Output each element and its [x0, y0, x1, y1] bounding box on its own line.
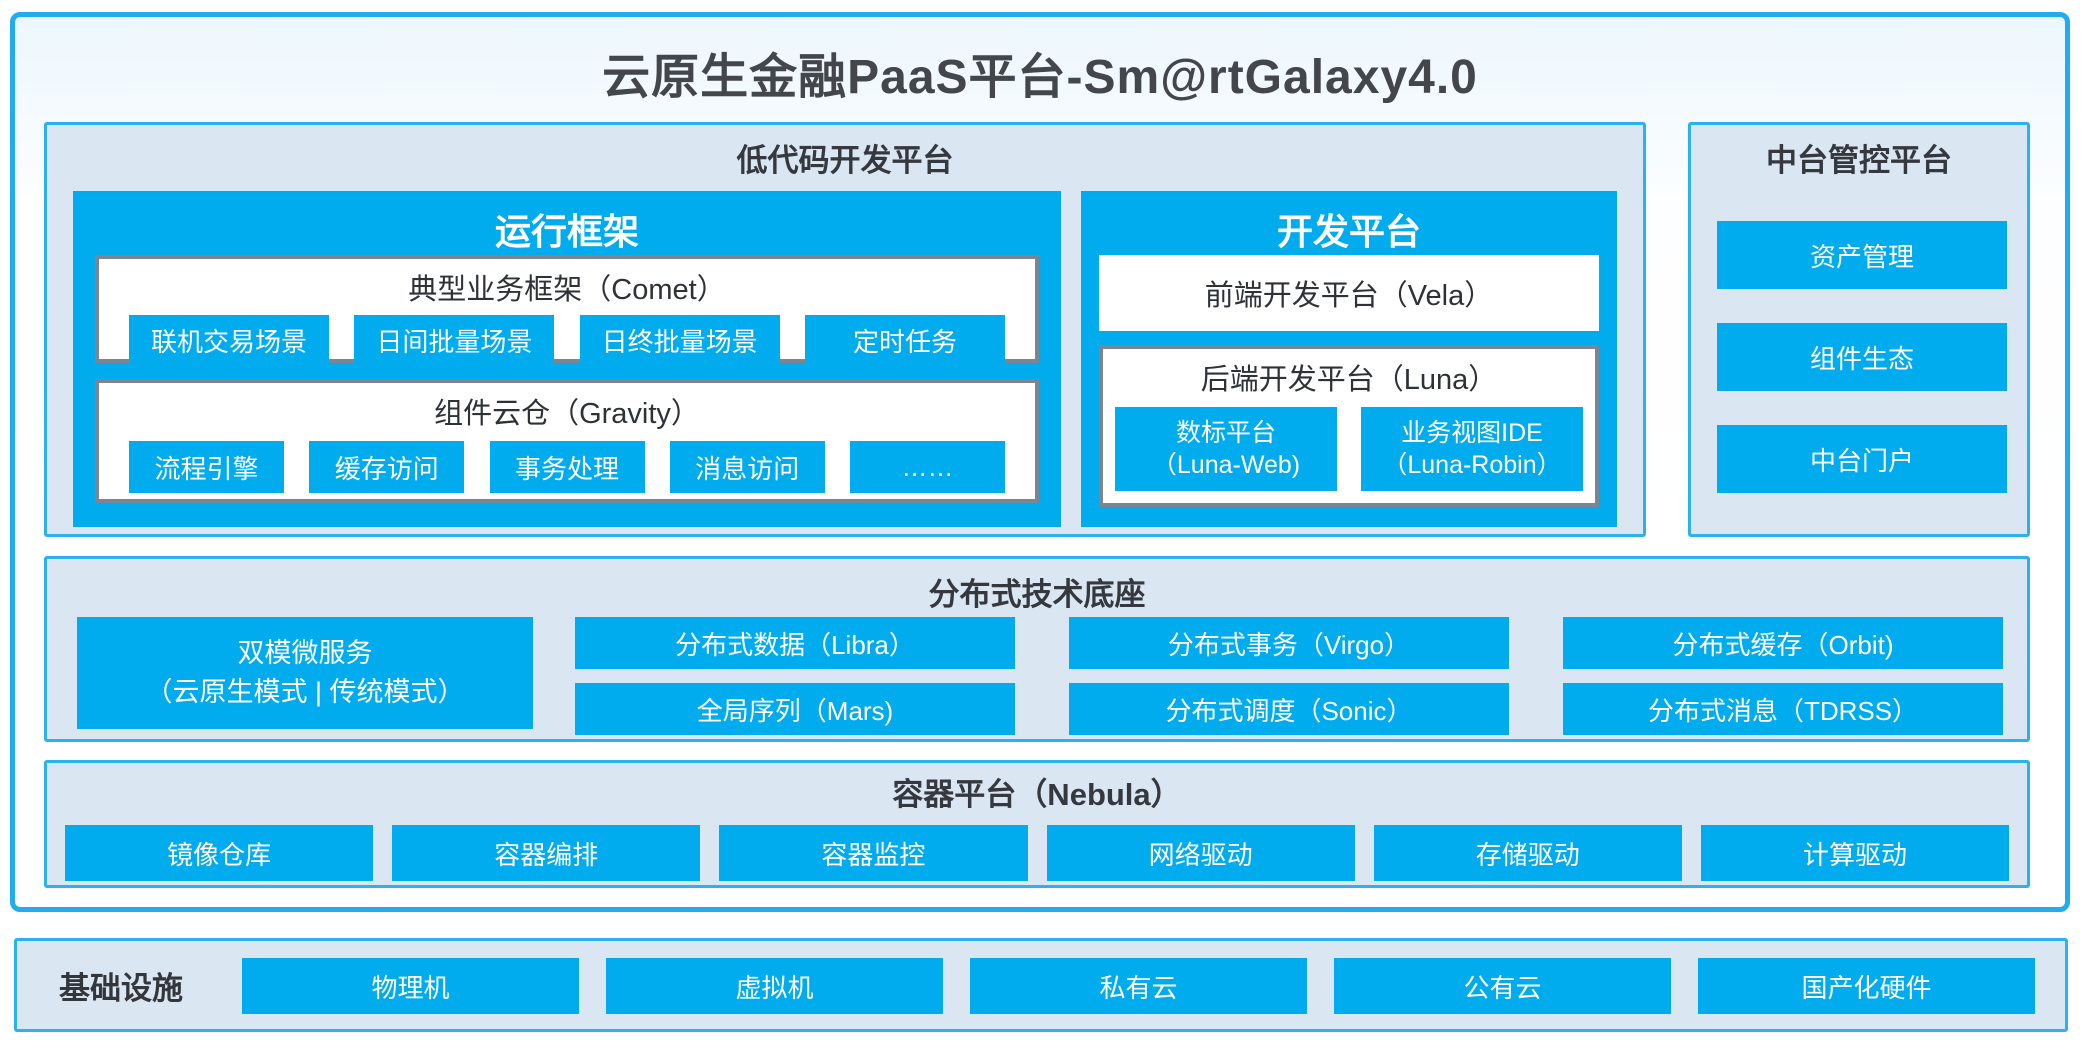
mid-item-asset-management: 资产管理 — [1717, 221, 2007, 289]
runtime-framework-title: 运行框架 — [494, 211, 639, 252]
lowcode-platform-title: 低代码开发平台 — [736, 143, 954, 178]
infrastructure-panel: 基础设施 物理机 虚拟机 私有云 公有云 国产化硬件 — [14, 938, 2068, 1032]
infrastructure-title: 基础设施 — [59, 970, 183, 1006]
luna-robin-chip: 业务视图IDE （Luna-Robin） — [1361, 407, 1583, 491]
comet-framework-title: 典型业务框架（Comet） — [408, 274, 726, 306]
luna-robin-label: 业务视图IDE — [1401, 418, 1543, 447]
container-item-compute-driver: 计算驱动 — [1700, 825, 2010, 881]
container-item-storage-driver: 存储驱动 — [1373, 825, 1682, 881]
gravity-item-message-access: 消息访问 — [669, 441, 825, 493]
comet-framework-box: 典型业务框架（Comet） 联机交易场景 日间批量场景 日终批量场景 定时任务 — [95, 255, 1039, 365]
gravity-warehouse-box: 组件云仓（Gravity） 流程引擎 缓存访问 事务处理 消息访问 …… — [95, 379, 1039, 503]
dist-item-mars: 全局序列（Mars) — [575, 683, 1015, 735]
gravity-items-row: 流程引擎 缓存访问 事务处理 消息访问 …… — [99, 441, 1035, 493]
mid-item-portal: 中台门户 — [1717, 425, 2007, 493]
container-platform-panel: 容器平台（Nebula） 镜像仓库 容器编排 容器监控 网络驱动 存储驱动 计算… — [44, 760, 2030, 888]
dist-item-tdrss: 分布式消息（TDRSS） — [1563, 683, 2003, 735]
page-title: 云原生金融PaaS平台-Sm@rtGalaxy4.0 — [602, 51, 1478, 104]
dual-mode-line2: （云原生模式 | 传统模式） — [145, 677, 465, 707]
gravity-warehouse-title: 组件云仓（Gravity） — [434, 398, 700, 430]
comet-item-scheduled-task: 定时任务 — [804, 315, 1005, 365]
luna-web-chip: 数标平台 （Luna-Web) — [1115, 407, 1337, 491]
gravity-item-process-engine: 流程引擎 — [129, 441, 284, 493]
dual-mode-line1: 双模微服务 — [237, 637, 373, 668]
luna-robin-sub: （Luna-Robin） — [1382, 451, 1562, 479]
comet-item-daytime-batch: 日间批量场景 — [354, 315, 555, 365]
vela-frontend-label: 前端开发平台（Vela） — [1204, 280, 1494, 312]
vela-frontend-box: 前端开发平台（Vela） — [1099, 255, 1599, 331]
distributed-base-panel: 分布式技术底座 双模微服务 （云原生模式 | 传统模式） 分布式数据（Libra… — [44, 556, 2030, 742]
dist-item-virgo: 分布式事务（Virgo） — [1069, 617, 1509, 669]
comet-items-row: 联机交易场景 日间批量场景 日终批量场景 定时任务 — [99, 315, 1035, 365]
dual-mode-microservice-box: 双模微服务 （云原生模式 | 传统模式） — [77, 617, 533, 729]
distributed-base-title: 分布式技术底座 — [928, 577, 1146, 612]
dist-item-libra: 分布式数据（Libra） — [575, 617, 1015, 669]
infrastructure-items-row: 物理机 虚拟机 私有云 公有云 国产化硬件 — [242, 958, 2035, 1014]
luna-backend-title: 后端开发平台（Luna） — [1200, 364, 1498, 396]
infra-item-domestic-hardware: 国产化硬件 — [1698, 958, 2035, 1014]
gravity-item-cache-access: 缓存访问 — [309, 441, 465, 493]
container-item-network-driver: 网络驱动 — [1046, 825, 1355, 881]
luna-backend-box: 后端开发平台（Luna） 数标平台 （Luna-Web) 业务视图IDE （Lu… — [1099, 345, 1599, 507]
luna-web-sub: （Luna-Web) — [1151, 451, 1301, 479]
infra-item-public-cloud: 公有云 — [1334, 958, 1671, 1014]
dist-item-orbit: 分布式缓存（Orbit) — [1563, 617, 2003, 669]
container-item-image-registry: 镜像仓库 — [65, 825, 374, 881]
lowcode-platform-panel: 低代码开发平台 运行框架 典型业务框架（Comet） 联机交易场景 日间批量场景… — [44, 122, 1646, 537]
dist-item-sonic: 分布式调度（Sonic） — [1069, 683, 1509, 735]
gravity-item-more: …… — [850, 441, 1005, 493]
container-item-orchestration: 容器编排 — [392, 825, 701, 881]
dev-platform-box: 开发平台 前端开发平台（Vela） 后端开发平台（Luna） 数标平台 （Lun… — [1081, 191, 1617, 527]
mid-platform-panel: 中台管控平台 资产管理 组件生态 中台门户 — [1688, 122, 2030, 537]
comet-item-endofday-batch: 日终批量场景 — [579, 315, 780, 365]
luna-web-label: 数标平台 — [1175, 418, 1276, 447]
gravity-item-transaction: 事务处理 — [489, 441, 645, 493]
runtime-framework-box: 运行框架 典型业务框架（Comet） 联机交易场景 日间批量场景 日终批量场景 … — [73, 191, 1061, 527]
dev-platform-title: 开发平台 — [1276, 211, 1421, 252]
infra-item-private-cloud: 私有云 — [970, 958, 1307, 1014]
container-platform-title: 容器平台（Nebula） — [892, 777, 1182, 812]
container-items-row: 镜像仓库 容器编排 容器监控 网络驱动 存储驱动 计算驱动 — [65, 825, 2010, 881]
distributed-grid: 分布式数据（Libra） 分布式事务（Virgo） 分布式缓存（Orbit) 全… — [575, 617, 2003, 735]
luna-items-row: 数标平台 （Luna-Web) 业务视图IDE （Luna-Robin） — [1115, 407, 1583, 491]
infra-item-virtual-machine: 虚拟机 — [606, 958, 943, 1014]
container-item-monitoring: 容器监控 — [719, 825, 1028, 881]
mid-item-component-ecosystem: 组件生态 — [1717, 323, 2007, 391]
infra-item-physical-machine: 物理机 — [242, 958, 579, 1014]
comet-item-online-trade: 联机交易场景 — [129, 315, 329, 365]
mid-platform-title: 中台管控平台 — [1766, 143, 1952, 178]
